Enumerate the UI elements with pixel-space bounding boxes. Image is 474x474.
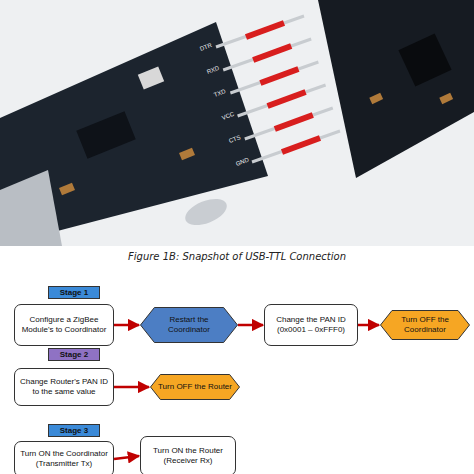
process-box: Turn ON the Coordinator (Transmitter Tx) [14,441,114,474]
header-pin [216,16,304,47]
usb-ttl-board [0,22,268,246]
smd-part [369,93,383,104]
stage-label: Stage 3 [48,424,100,437]
photo-background [0,0,474,246]
usb-chip [76,111,135,158]
node-text: Turn OFF the Coordinator [380,315,470,334]
header-pin [252,131,340,162]
node-text: Stage 2 [56,350,92,360]
crystal [181,194,230,231]
node-text: Turn ON the Coordinator (Transmitter Tx) [15,449,113,468]
hexagon-shape [141,308,238,343]
stage-label: Stage 2 [48,348,100,361]
process-box: Configure a ZigBee Module's to Coordinat… [14,304,114,346]
arduino-board [318,0,474,178]
flow-arrow [358,324,379,327]
smd-part [179,148,195,161]
process-box: Change Router's PAN ID to the same value [14,368,114,406]
node-text: Turn ON the Router (Receiver Rx) [141,446,235,465]
header-pin [238,85,326,116]
stage-label: Stage 1 [48,286,100,299]
figure-caption: Figure 1B: Snapshot of USB-TTL Connectio… [0,251,474,262]
action-hexagon: Restart the Coordinator [140,307,238,343]
header-pins [216,16,340,162]
node-text: Turn OFF the Router [150,382,240,392]
highlight-mark [246,23,284,37]
flow-arrow [114,324,139,327]
process-box: Turn ON the Router (Receiver Rx) [140,436,236,474]
highlight-mark [268,92,306,106]
flow-arrow [238,324,263,327]
smd-part [59,183,75,196]
highlight-mark [253,46,291,60]
usb-connector [0,170,62,246]
flow-arrow [114,386,149,389]
action-hexagon: Turn OFF the Router [150,374,240,400]
hexagon-shape [151,375,240,400]
header-pin [223,39,311,70]
hexagon-shape [381,311,470,340]
node-text: Configure a ZigBee Module's to Coordinat… [15,315,113,334]
action-hexagon: Turn OFF the Coordinator [380,310,470,340]
highlight-mark [282,138,320,152]
header-pin [230,62,318,93]
flow-arrow [114,456,139,459]
node-text: Restart the Coordinator [140,315,238,334]
process-box: Change the PAN ID (0x0001 – 0xFFF0) [264,304,358,346]
smd-part [439,93,453,104]
highlight-mark [275,115,313,129]
node-text: Change the PAN ID (0x0001 – 0xFFF0) [265,315,357,334]
reset-button [138,66,164,89]
microcontroller [398,33,451,86]
highlight-mark [260,69,298,83]
node-text: Stage 1 [56,288,92,298]
node-text: Stage 3 [56,426,92,436]
node-text: Change Router's PAN ID to the same value [15,377,113,396]
header-pin [245,108,333,139]
